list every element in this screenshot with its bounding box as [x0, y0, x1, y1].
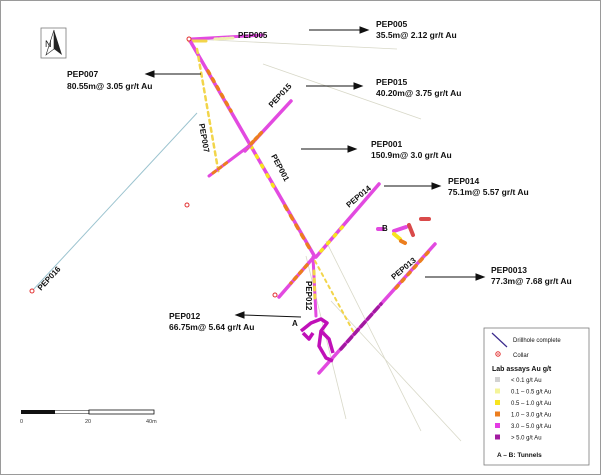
pep013-trace[interactable]	[317, 242, 437, 375]
legend-swatch-3	[495, 411, 500, 417]
scale-tick-40: 40m	[146, 419, 157, 425]
legend-drillhole-label: Drillhole complete	[513, 338, 561, 344]
result-pep005-value: 35.5m@ 2.12 gr/t Au	[376, 30, 457, 40]
label-pep015: PEP015	[267, 81, 294, 109]
pep016-trace[interactable]	[31, 112, 198, 292]
result-pep013-value: 77.3m@ 7.68 gr/t Au	[491, 276, 572, 286]
legend: Drillhole complete Collar Lab assays Au …	[483, 327, 590, 466]
result-pep012-id: PEP012	[169, 311, 200, 321]
collar-pep012[interactable]	[272, 292, 278, 298]
result-pep001: PEP001 150.9m@ 3.0 gr/t Au	[371, 139, 452, 160]
result-pep012-value: 66.75m@ 5.64 gr/t Au	[169, 322, 254, 332]
projection-lines	[190, 38, 462, 442]
result-pep005: PEP005 35.5m@ 2.12 gr/t Au	[376, 19, 457, 40]
result-pep005-id: PEP005	[376, 19, 407, 29]
legend-drillhole-icon	[491, 332, 508, 348]
label-pep005: PEP005	[238, 31, 268, 40]
legend-class-label-1: 0.1 – 0.5 g/t Au	[511, 390, 551, 396]
result-pep014-id: PEP014	[448, 176, 479, 186]
legend-class-label-2: 0.5 – 1.0 g/t Au	[511, 401, 551, 407]
label-tunnel-a: A	[292, 319, 298, 328]
legend-swatch-2	[495, 400, 500, 405]
drillhole-traces	[187, 33, 437, 375]
legend-swatch-1	[495, 388, 500, 394]
label-pep016: PEP016	[36, 264, 63, 292]
result-pep007-id: PEP007	[67, 69, 98, 79]
legend-class-label-3: 1.0 – 3.0 g/t Au	[511, 413, 551, 419]
legend-swatch-4	[495, 423, 500, 428]
legend-assay-classes: < 0.1 g/t Au 0.1 – 0.5 g/t Au 0.5 – 1.0 g/…	[495, 377, 551, 442]
result-pep012: PEP012 66.75m@ 5.64 gr/t Au	[169, 311, 254, 332]
scale-tick-20: 20	[85, 419, 91, 425]
collar-pep005[interactable]	[186, 36, 192, 42]
result-pep015-id: PEP015	[376, 77, 407, 87]
result-pep007: PEP007 80.55m@ 3.05 gr/t Au	[67, 69, 152, 91]
legend-swatch-5	[495, 434, 500, 440]
lower-branch-trace[interactable]	[277, 256, 354, 332]
pep012-trace[interactable]	[311, 255, 318, 318]
result-pep013-id: PEP0013	[491, 265, 527, 275]
result-pep015: PEP015 40.20m@ 3.75 gr/t Au	[376, 77, 461, 98]
result-pep014-value: 75.1m@ 5.57 gr/t Au	[448, 187, 529, 197]
pep014-trace[interactable]	[314, 182, 381, 259]
north-arrow: N	[40, 27, 67, 59]
legend-class-label-0: < 0.1 g/t Au	[511, 378, 542, 384]
legend-assay-title: Lab assays Au g/t	[492, 366, 552, 373]
legend-class-label-4: 3.0 – 5.0 g/t Au	[511, 424, 551, 430]
scale-bar: 0 20 40m	[20, 409, 157, 425]
pep015-trace[interactable]	[243, 99, 293, 153]
collar-markers	[29, 36, 278, 298]
legend-tunnels-note: A – B: Tunnels	[497, 452, 542, 459]
label-tunnel-b: B	[382, 224, 388, 233]
label-pep007: PEP007	[197, 123, 211, 154]
pep007-trace[interactable]	[195, 47, 251, 178]
tunnel-a-workings[interactable]	[299, 317, 335, 363]
result-pep015-value: 40.20m@ 3.75 gr/t Au	[376, 88, 461, 98]
label-pep001: PEP001	[269, 153, 291, 184]
result-pep013: PEP0013 77.3m@ 7.68 gr/t Au	[491, 265, 572, 286]
result-pep001-value: 150.9m@ 3.0 gr/t Au	[371, 150, 452, 160]
north-arrow-icon	[54, 30, 62, 55]
callout-arrows	[144, 26, 486, 319]
label-pep012: PEP012	[304, 281, 313, 311]
result-pep007-value: 80.55m@ 3.05 gr/t Au	[67, 81, 152, 91]
legend-swatch-0	[495, 377, 500, 382]
collar-pep007[interactable]	[184, 202, 190, 208]
legend-class-label-5: > 5.0 g/t Au	[511, 436, 542, 442]
tunnel-b-workings[interactable]	[376, 217, 431, 245]
legend-collar-label: Collar	[513, 353, 529, 359]
result-pep014: PEP014 75.1m@ 5.57 gr/t Au	[448, 176, 529, 197]
result-pep001-id: PEP001	[371, 139, 402, 149]
north-letter: N	[45, 39, 52, 49]
collar-pep016[interactable]	[29, 288, 35, 294]
scale-tick-0: 0	[20, 419, 23, 425]
pep001-trace[interactable]	[187, 37, 317, 259]
